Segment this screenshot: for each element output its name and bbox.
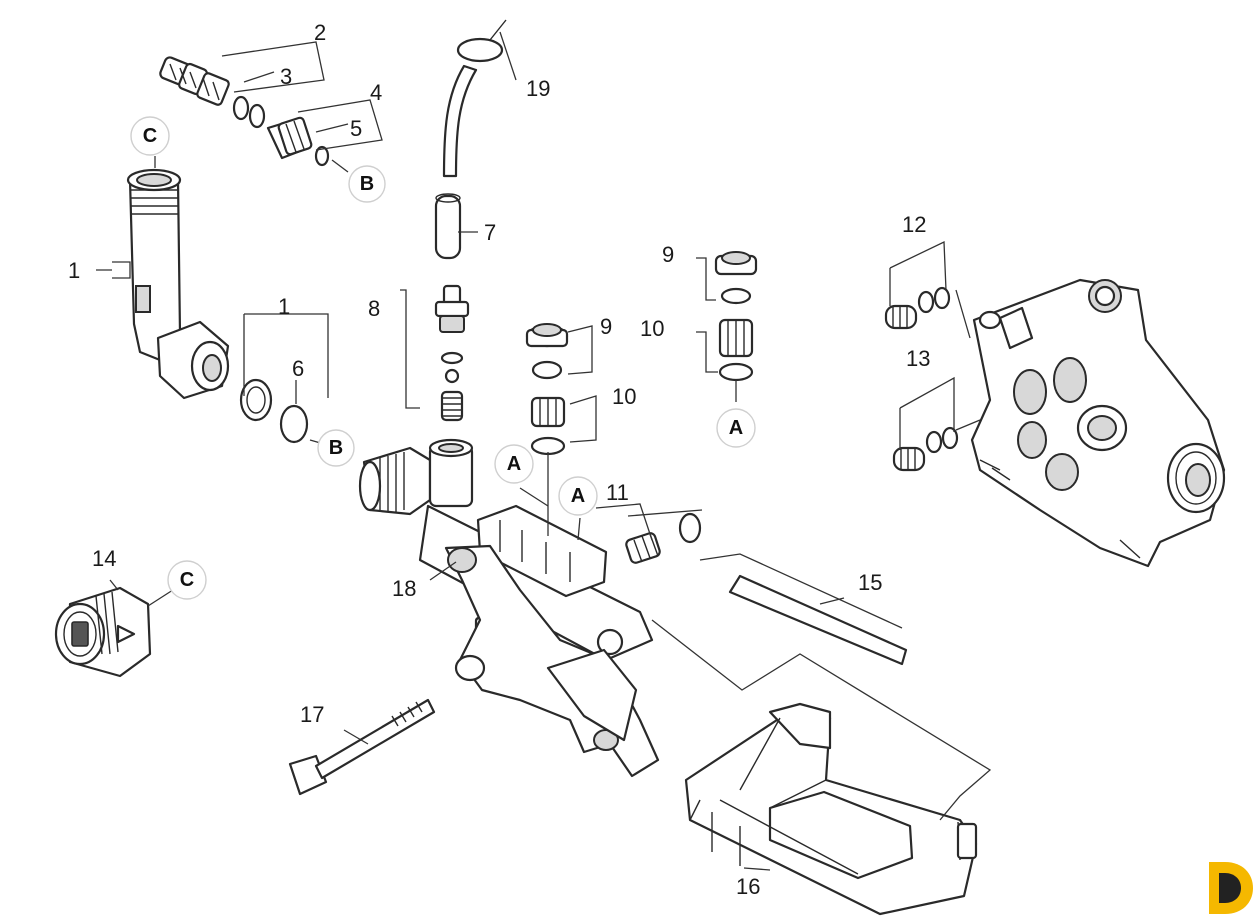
connection-badge-a-left: A (494, 444, 534, 484)
part-number: 9 (600, 314, 612, 339)
pump-manifold-part-18 (358, 438, 660, 778)
part-number: 17 (300, 702, 324, 727)
snap-ring-part-1 (239, 378, 273, 422)
connection-badge-a-mid: A (558, 476, 598, 516)
part-number: 3 (280, 64, 292, 89)
part-number: 15 (858, 570, 882, 595)
hose-part-7 (434, 64, 478, 260)
part-number: 8 (368, 296, 380, 321)
svg-text:C: C (180, 569, 194, 591)
part-number: 2 (314, 20, 326, 45)
valve-cap-part-9-mid (525, 323, 569, 380)
svg-text:A: A (571, 485, 585, 507)
leader-lines (96, 31, 992, 871)
o-ring-part-6 (279, 404, 309, 444)
valve-cartridge-part-2 (159, 56, 230, 106)
part-number: 11 (606, 480, 629, 505)
connection-badge-c-top: C (130, 116, 170, 156)
valve-assembly-part-8 (434, 284, 470, 422)
fitting-part-4 (266, 116, 313, 160)
part-number: 1 (278, 294, 290, 319)
check-valve-part-12 (884, 286, 951, 330)
connection-badge-c-bottom: C (167, 560, 207, 600)
gasket-part-15 (728, 574, 908, 666)
part-number: 10 (640, 316, 664, 341)
svg-text:B: B (360, 173, 374, 195)
svg-text:A: A (507, 453, 521, 475)
svg-text:C: C (143, 125, 157, 147)
valve-part-10-mid (530, 396, 566, 456)
part-number: 9 (662, 242, 674, 267)
bolt-part-17 (288, 698, 436, 796)
hose-clip-part-19 (456, 19, 507, 63)
valve-part-10-right (718, 318, 754, 382)
part-number: 10 (612, 384, 636, 409)
connection-badge-b-top: B (348, 165, 386, 203)
part-number: 19 (526, 76, 550, 101)
check-valve-part-11 (625, 512, 702, 564)
svg-text:B: B (329, 437, 343, 459)
valve-cap-part-9-right (714, 251, 758, 305)
part-number-labels: 2 3 4 5 19 7 1 1 6 8 9 10 9 10 12 13 11 … (68, 20, 930, 899)
part-number: 12 (902, 212, 926, 237)
svg-text:A: A (729, 417, 743, 439)
part-number: 5 (350, 116, 362, 141)
part-number: 13 (906, 346, 930, 371)
part-number: 1 (68, 258, 80, 283)
part-number: 6 (292, 356, 304, 381)
o-ring-part-5 (314, 145, 330, 167)
connection-badge-a-right: A (716, 408, 756, 448)
elbow-pipe-part-1 (126, 168, 230, 400)
check-valve-part-13 (892, 426, 959, 472)
d-logo-icon (1209, 862, 1253, 914)
part-number: 14 (92, 546, 116, 571)
o-ring-part-3 (232, 95, 266, 129)
pump-head-housing (970, 278, 1226, 568)
part-number: 7 (484, 220, 496, 245)
connection-badge-b-mid: B (317, 429, 355, 467)
tray-part-16 (684, 702, 978, 916)
part-number: 18 (392, 576, 416, 601)
part-number: 4 (370, 80, 382, 105)
coupling-part-14 (54, 586, 152, 678)
part-number: 16 (736, 874, 760, 899)
